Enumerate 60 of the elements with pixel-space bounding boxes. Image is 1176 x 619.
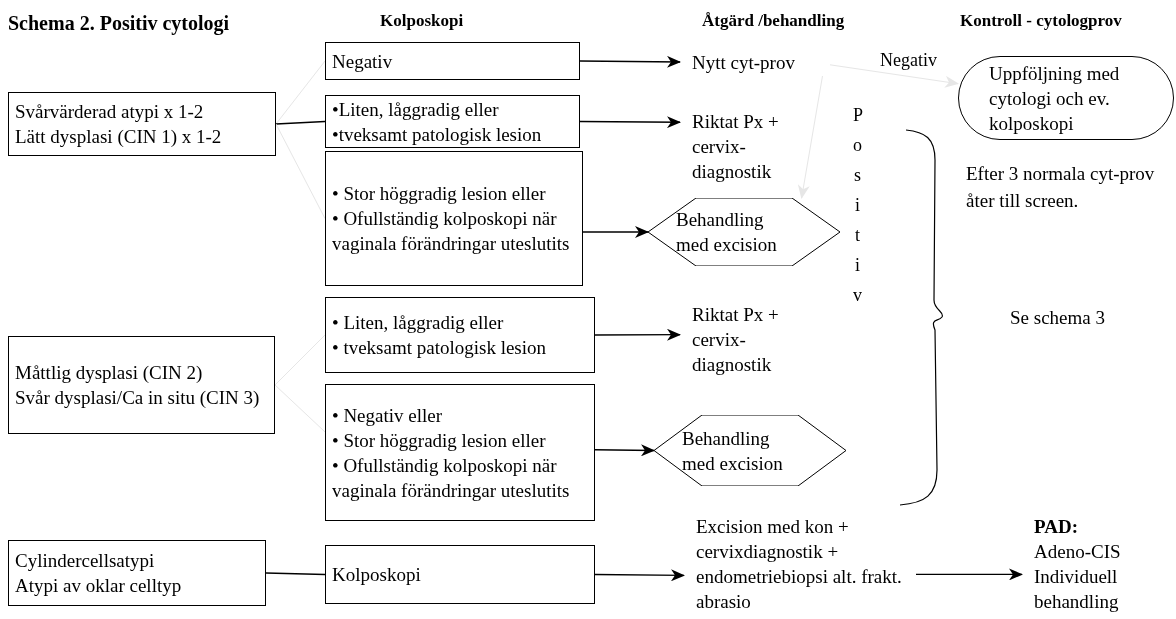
hexagon-box: [648, 198, 840, 266]
arrow: [829, 64, 959, 88]
node-text: Excision med kon + cervixdiagnostik + endometriebiopsi alt. frakt. abrasio: [696, 515, 903, 614]
process-box: [325, 95, 580, 148]
arrow: [579, 116, 681, 129]
process-box: [8, 92, 276, 156]
arrow: [594, 569, 685, 582]
connector-line: [275, 123, 326, 219]
node-text: Riktat Px + cervix-diagnostik: [692, 109, 780, 184]
column-header: Kontroll - cytologprov: [960, 10, 1123, 32]
node-text: • tveksamt patologisk lesion: [332, 336, 548, 360]
node-text: Svår dysplasi/Ca in situ (CIN 3): [15, 386, 261, 410]
connector-line: [274, 384, 326, 433]
node-text: Nytt cyt-prov: [692, 50, 796, 75]
node-text: • Ofullständig kolposkopi när vaginala förändringar uteslutits: [332, 453, 571, 503]
edge-label: Negativ: [880, 50, 937, 70]
node-text: • Negativ eller: [332, 403, 444, 428]
connector-line: [275, 120, 326, 125]
node-text: •tveksamt patologisk lesion: [332, 122, 543, 147]
arrow: [594, 328, 681, 341]
node-text: Individuell behandling: [1034, 565, 1120, 614]
node-text: Atypi av oklar celltyp: [15, 574, 183, 598]
arrow: [915, 568, 1023, 581]
connector-line: [275, 60, 326, 125]
node-text: Riktat Px + cervix-diagnostik: [692, 302, 780, 377]
note-text: Se schema 3: [1010, 306, 1106, 330]
node-text: Uppföljning med cytologi och ev. kolposkopi: [989, 61, 1121, 136]
arrow: [579, 55, 681, 68]
arrow: [582, 226, 649, 238]
node-text: Kolposkopi: [332, 563, 422, 587]
node-text: Måttlig dysplasi (CIN 2): [15, 361, 204, 385]
node-text: Svårvärderad atypi x 1-2: [15, 100, 205, 124]
connector-line: [265, 572, 326, 576]
node-text: Adeno-CIS: [1034, 540, 1122, 564]
node-text: • Stor höggradig lesion eller: [332, 182, 547, 206]
process-box: [8, 336, 275, 434]
node-text: PAD:: [1034, 515, 1079, 539]
process-box: [325, 545, 595, 604]
node-text: Lätt dysplasi (CIN 1) x 1-2: [15, 125, 223, 149]
arrow: [797, 75, 823, 199]
node-text: Behandling med excision: [676, 208, 778, 257]
diagram-title: Schema 2. Positiv cytologi: [8, 11, 230, 37]
process-box: [325, 384, 595, 521]
process-box: [325, 151, 583, 286]
node-text: Behandling med excision: [682, 426, 784, 476]
arrow: [594, 444, 655, 457]
column-header: Åtgärd /behandling: [702, 10, 846, 32]
node-text: •Liten, låggradig eller: [332, 97, 500, 122]
process-box: [325, 297, 595, 373]
node-text: • Liten, låggradig eller: [332, 311, 505, 335]
note-text: Efter 3 normala cyt-prov åter till screen.: [966, 162, 1156, 213]
hexagon-box: [654, 415, 846, 486]
process-box: [8, 540, 266, 606]
node-text: • Ofullständig kolposkopi när vaginala förändringar uteslutits: [332, 207, 571, 256]
column-header: Kolposkopi: [380, 10, 465, 32]
process-box: [325, 42, 580, 80]
connector-line: [274, 334, 326, 386]
node-text: • Stor höggradig lesion eller: [332, 428, 547, 453]
node-text: Negativ: [332, 49, 394, 74]
node-text: Cylindercellsatypi: [15, 549, 156, 573]
